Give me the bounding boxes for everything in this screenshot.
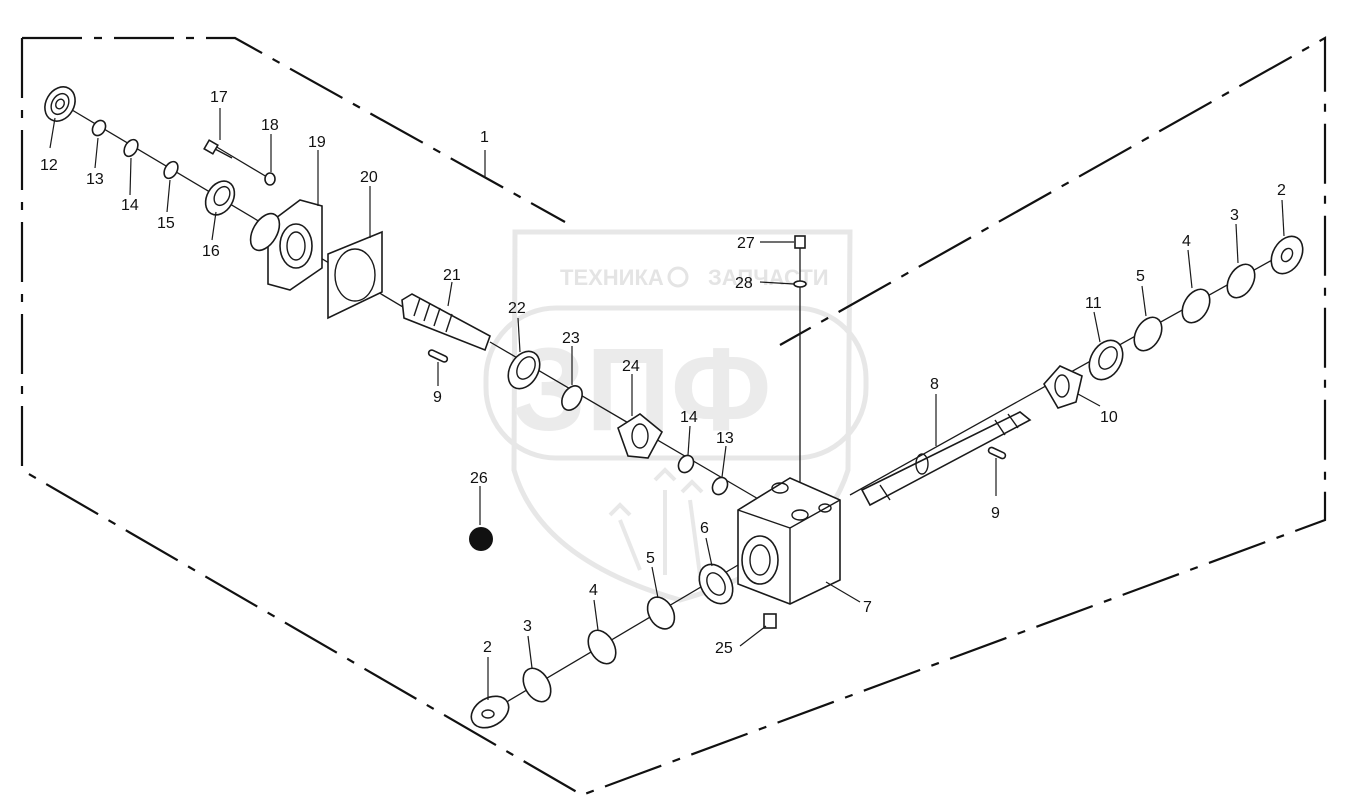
part-4-ring-upper (1181, 288, 1211, 324)
callout-13-left: 13 (86, 171, 104, 188)
callout-1: 1 (480, 129, 489, 146)
part-22-bearing (507, 350, 541, 390)
callout-21: 21 (443, 267, 461, 284)
callout-labels: 1 2 2 3 3 4 4 5 5 6 7 8 9 9 10 11 12 13 … (40, 89, 1286, 657)
callout-3-lower: 3 (523, 618, 532, 635)
callout-24: 24 (622, 358, 640, 375)
part-23-ring (561, 385, 583, 411)
callout-22: 22 (508, 300, 526, 317)
part-6-bearing (698, 563, 734, 605)
callout-14-right: 14 (680, 409, 698, 426)
callout-19: 19 (308, 134, 326, 151)
callout-26: 26 (470, 470, 488, 487)
callout-9-right: 9 (991, 505, 1000, 522)
callout-5-upper: 5 (1136, 268, 1145, 285)
callout-17: 17 (210, 89, 228, 106)
callout-28: 28 (735, 275, 753, 292)
part-11-bearing (1088, 339, 1124, 381)
callout-16: 16 (202, 243, 220, 260)
part-15-ring (163, 160, 179, 180)
part-21-shaft (401, 293, 491, 352)
callout-15: 15 (157, 215, 175, 232)
part-8-shaft (860, 411, 1032, 507)
part-10-bevel-gear (1043, 365, 1083, 409)
callout-12: 12 (40, 157, 58, 174)
part-13b-ring (711, 476, 729, 496)
watermark-logo-frame (483, 305, 869, 461)
part-7-gearbox-housing (737, 477, 841, 605)
callout-3-upper: 3 (1230, 207, 1239, 224)
callout-18: 18 (261, 117, 279, 134)
callout-23: 23 (562, 330, 580, 347)
part-19-flange-housing (249, 199, 323, 291)
part-4-ring-lower (587, 629, 617, 665)
callout-20: 20 (360, 169, 378, 186)
leader-lines (49, 108, 1285, 700)
assembly-boundary (20, 36, 1327, 797)
part-14b-ring (677, 454, 695, 474)
part-5-ring-lower (646, 596, 676, 630)
part-24-bevel-gear (617, 413, 664, 459)
part-12-seal (44, 86, 76, 122)
part-20-gasket (327, 230, 383, 320)
callout-11: 11 (1085, 295, 1102, 312)
callout-6: 6 (700, 520, 709, 537)
watermark-left-text: ТЕХНИКА (560, 265, 664, 290)
watermark-right-text: ЗАПЧАСТИ (708, 265, 829, 290)
wheat-icon (608, 467, 704, 576)
callout-25: 25 (715, 640, 733, 657)
part-13-ring (91, 119, 107, 137)
part-3-circlip-lower (522, 667, 552, 703)
callout-2-upper: 2 (1277, 182, 1286, 199)
part-16-bearing (204, 180, 236, 216)
part-9-key-right (987, 446, 1007, 460)
callout-4-lower: 4 (589, 582, 598, 599)
part-27-breather (794, 235, 806, 249)
callout-2-lower: 2 (483, 639, 492, 656)
part-5-ring-upper (1133, 316, 1163, 352)
callout-10: 10 (1100, 409, 1118, 426)
callout-14-left: 14 (121, 197, 139, 214)
callout-27: 27 (737, 235, 755, 252)
part-28-washer (793, 280, 807, 288)
callout-7: 7 (863, 599, 872, 616)
part-26-filler (469, 527, 493, 551)
part-9-key-left (427, 349, 449, 363)
part-18-washer (264, 172, 276, 186)
part-3-circlip-upper (1226, 263, 1256, 299)
part-25-plug (763, 613, 777, 629)
part-2-cap-upper (1270, 235, 1304, 275)
callout-8: 8 (930, 376, 939, 393)
gear-icon (667, 266, 689, 288)
callout-4-upper: 4 (1182, 233, 1191, 250)
callout-5-lower: 5 (646, 550, 655, 567)
callout-13-right: 13 (716, 430, 734, 447)
part-2-cap-lower (470, 695, 510, 729)
part-14-ring (123, 138, 139, 158)
callout-9-left: 9 (433, 389, 442, 406)
part-17-bolt (203, 139, 233, 159)
